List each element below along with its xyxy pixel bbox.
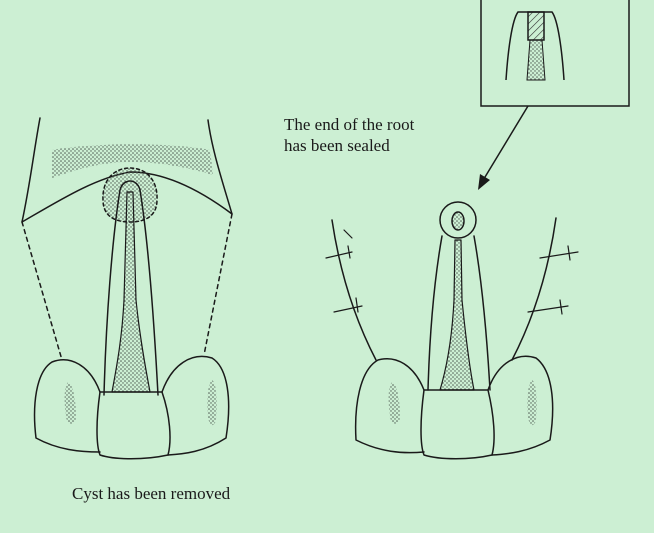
inset-box [481,0,629,106]
suture-left [326,230,362,312]
caption-root-sealed-line1: The end of the root [284,114,414,135]
left-diagram-cyst-removed [22,118,232,459]
caption-root-sealed: The end of the root has been sealed [284,114,414,156]
left-central-crown [97,392,170,459]
inset-detail [478,0,629,190]
sealed-apex-filling [452,212,464,230]
right-diagram-root-sealed [326,202,578,459]
left-flap-dash-left [22,222,62,360]
right-lateral-stipple-right [527,380,537,425]
caption-cyst-removed: Cyst has been removed [72,483,230,504]
caption-root-sealed-line2: has been sealed [284,135,414,156]
pointer-arrow-line [482,106,528,182]
right-lateral-stipple-left [389,382,400,424]
left-lateral-stipple-right [207,380,217,425]
left-lateral-stipple-left [65,382,76,424]
left-flap-dash-right [204,214,232,355]
pointer-arrow-head [478,174,490,190]
right-root-canal [440,240,474,390]
right-incision-left [332,220,376,360]
right-lateral-tooth-right [488,356,553,455]
left-lateral-tooth-right [162,356,229,455]
inset-canal [527,40,545,80]
right-central-crown [421,390,494,459]
right-incision-right [512,218,556,360]
inset-hatched-seal [528,12,544,40]
